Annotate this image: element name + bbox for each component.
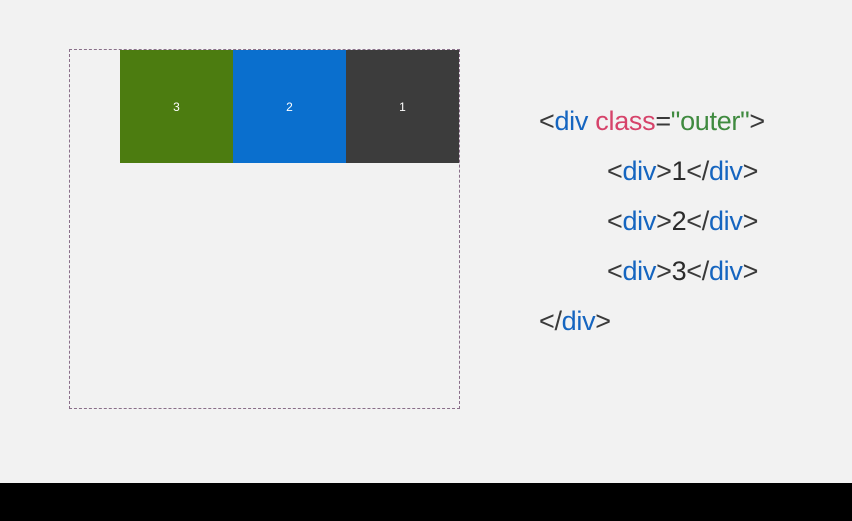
code-token-punct: = (655, 106, 671, 136)
code-line-1: <div class="outer"> (539, 96, 839, 146)
outer-container: 1 2 3 (69, 49, 460, 409)
code-token-punct: </ (686, 156, 709, 186)
code-token-punct: < (539, 106, 555, 136)
code-token-punct: </ (686, 206, 709, 236)
code-line-2: <div>1</div> (539, 146, 839, 196)
code-token-punct: < (607, 206, 623, 236)
code-token-punct: > (742, 156, 759, 186)
flex-item-1-label: 1 (399, 99, 406, 114)
code-listing: <div class="outer"><div>1</div><div>2</d… (539, 96, 839, 346)
code-token-punct: > (656, 256, 672, 286)
code-line-3: <div>2</div> (539, 196, 839, 246)
code-line-5: </div> (539, 296, 839, 346)
flexbox-demo-panel: 1 2 3 (69, 49, 460, 409)
code-token-punct: > (742, 206, 759, 236)
flex-item-1: 1 (346, 50, 459, 163)
code-token-tag: div (622, 156, 657, 186)
code-token-text: 3 (671, 256, 687, 286)
code-token-punct: </ (686, 256, 709, 286)
code-token-string: "outer" (670, 106, 750, 136)
code-token-tag: div (708, 156, 743, 186)
code-token-punct: > (595, 306, 611, 336)
code-token-punct: > (742, 256, 759, 286)
code-token-tag: div (708, 256, 743, 286)
flex-item-2: 2 (233, 50, 346, 163)
code-token-text: 2 (671, 206, 687, 236)
code-token-text: 1 (671, 156, 687, 186)
code-token-punct: < (607, 156, 623, 186)
code-token-punct: > (656, 156, 672, 186)
code-token-tag: div (708, 206, 743, 236)
flex-item-3-label: 3 (173, 99, 180, 114)
code-token-punct: > (749, 106, 765, 136)
code-token-punct: </ (539, 306, 562, 336)
bottom-bar (0, 483, 852, 521)
code-token-punct: < (607, 256, 623, 286)
code-token-tag: div (561, 306, 596, 336)
flex-item-2-label: 2 (286, 99, 293, 114)
code-token-tag: div (622, 206, 657, 236)
code-token-attr: class (595, 106, 656, 136)
code-token-punct: > (656, 206, 672, 236)
code-token-tag: div (622, 256, 657, 286)
code-token-tag: div (554, 106, 589, 136)
flex-item-3: 3 (120, 50, 233, 163)
code-line-4: <div>3</div> (539, 246, 839, 296)
